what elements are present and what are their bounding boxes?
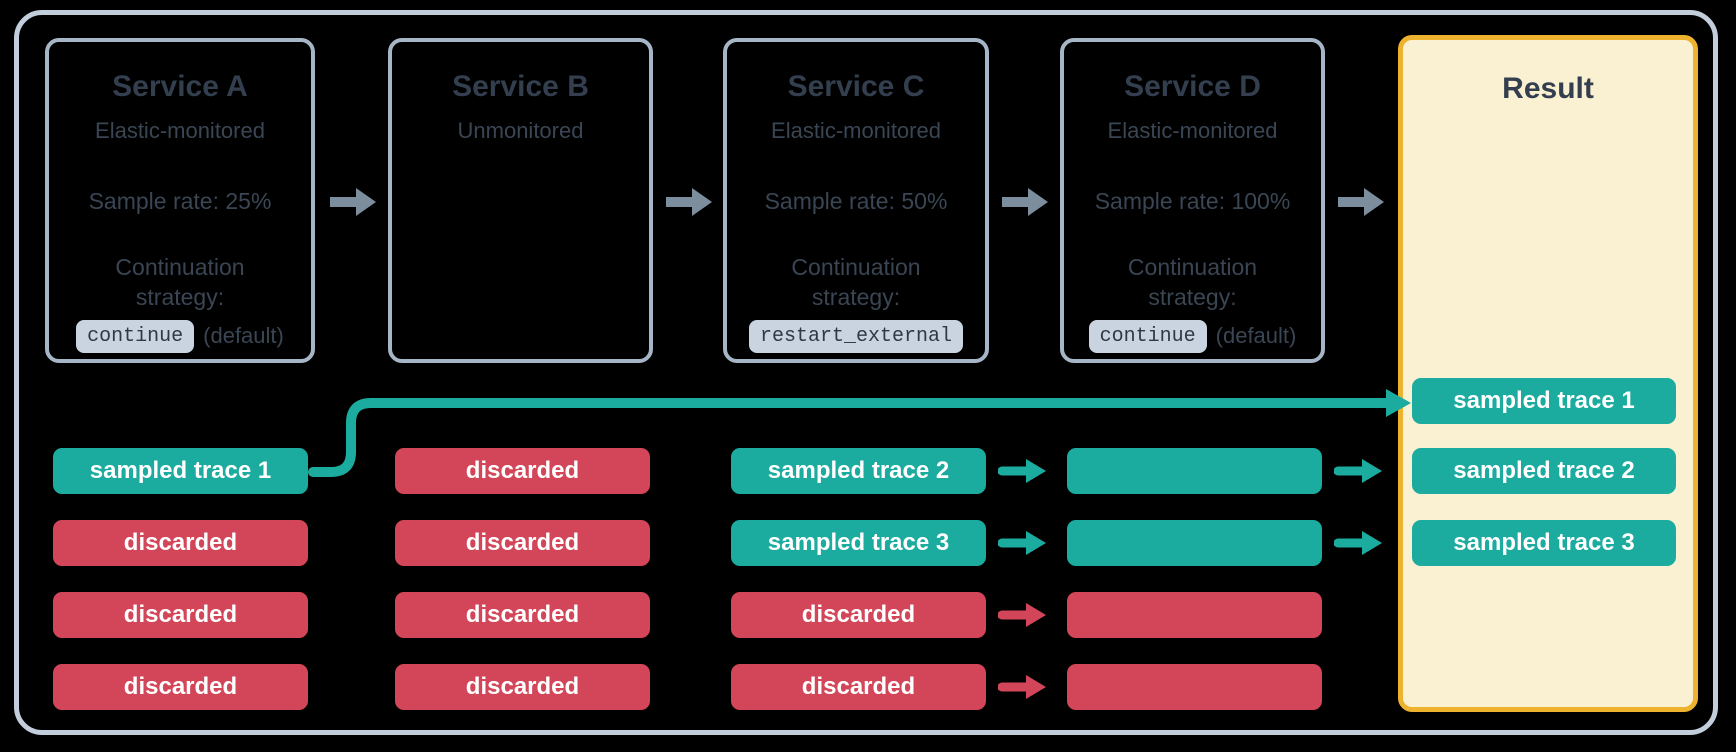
- service-box-c: Service C Elastic-monitored Sample rate:…: [723, 38, 989, 363]
- service-title: Service A: [112, 70, 248, 103]
- flow-arrow-icon: [1002, 188, 1048, 216]
- result-pill-3: sampled trace 3: [1412, 520, 1676, 566]
- service-title: Service C: [787, 70, 925, 103]
- service-box-b: Service B Unmonitored: [388, 38, 653, 363]
- strategy-default-label: (default): [203, 323, 284, 349]
- trace-pill-a-row3: discarded: [53, 592, 308, 638]
- continuation-label: Continuation strategy:: [791, 254, 921, 310]
- trace-pill-b-row4: discarded: [395, 664, 650, 710]
- flow-arrow-icon: [330, 188, 376, 216]
- service-box-d: Service D Elastic-monitored Sample rate:…: [1060, 38, 1325, 363]
- diagram-frame: [14, 10, 1718, 735]
- strategy-code-pill: continue: [76, 319, 195, 353]
- trace-pill-d-row3: [1067, 592, 1322, 638]
- result-title: Result: [1502, 72, 1594, 105]
- trace-pill-b-row3: discarded: [395, 592, 650, 638]
- trace-pill-c-row2: sampled trace 3: [731, 520, 986, 566]
- trace-pill-b-row2: discarded: [395, 520, 650, 566]
- strategy-code-pill: restart_external: [748, 319, 964, 353]
- arrow-c-to-d-row2-icon: [998, 531, 1046, 555]
- sample-rate-label: Sample rate: 50%: [764, 188, 948, 214]
- arrow-c-to-d-row4-icon: [998, 675, 1046, 699]
- trace-pill-c-row1: sampled trace 2: [731, 448, 986, 494]
- arrow-d-to-result-row2-icon: [1334, 531, 1382, 555]
- trace-pill-b-row1: discarded: [395, 448, 650, 494]
- strategy-row: continue (default): [76, 319, 284, 353]
- continuation-label: Continuation strategy:: [115, 254, 245, 310]
- arrow-c-to-d-row3-icon: [998, 603, 1046, 627]
- trace-pill-a-row2: discarded: [53, 520, 308, 566]
- sample-rate-label: Sample rate: 100%: [1094, 188, 1291, 214]
- arrow-d-to-result-row1-icon: [1334, 459, 1382, 483]
- strategy-default-label: (default): [1215, 323, 1297, 349]
- arrow-c-to-d-row1-icon: [998, 459, 1046, 483]
- trace-pill-c-row4: discarded: [731, 664, 986, 710]
- result-pill-2: sampled trace 2: [1412, 448, 1676, 494]
- monitoring-label: Elastic-monitored: [95, 118, 265, 143]
- flow-arrow-icon: [666, 188, 712, 216]
- strategy-code-pill: continue: [1088, 319, 1207, 353]
- monitoring-label: Elastic-monitored: [1107, 118, 1278, 143]
- strategy-row: restart_external: [748, 319, 964, 353]
- service-title: Service B: [452, 70, 589, 103]
- continuation-label: Continuation strategy:: [1127, 254, 1258, 310]
- sample-rate-label: Sample rate: 25%: [88, 188, 272, 214]
- flow-arrow-icon: [1338, 188, 1384, 216]
- result-box: Result: [1398, 35, 1698, 712]
- result-pill-1: sampled trace 1: [1412, 378, 1676, 424]
- service-title: Service D: [1124, 70, 1261, 103]
- trace-pill-a-row4: discarded: [53, 664, 308, 710]
- trace-pill-d-row2: [1067, 520, 1322, 566]
- trace-pill-d-row1: [1067, 448, 1322, 494]
- trace-pill-c-row3: discarded: [731, 592, 986, 638]
- service-box-a: Service A Elastic-monitored Sample rate:…: [45, 38, 315, 363]
- monitoring-label: Unmonitored: [457, 118, 584, 143]
- strategy-row: continue (default): [1088, 319, 1297, 353]
- monitoring-label: Elastic-monitored: [771, 118, 941, 143]
- trace-pill-a-row1: sampled trace 1: [53, 448, 308, 494]
- trace-pill-d-row4: [1067, 664, 1322, 710]
